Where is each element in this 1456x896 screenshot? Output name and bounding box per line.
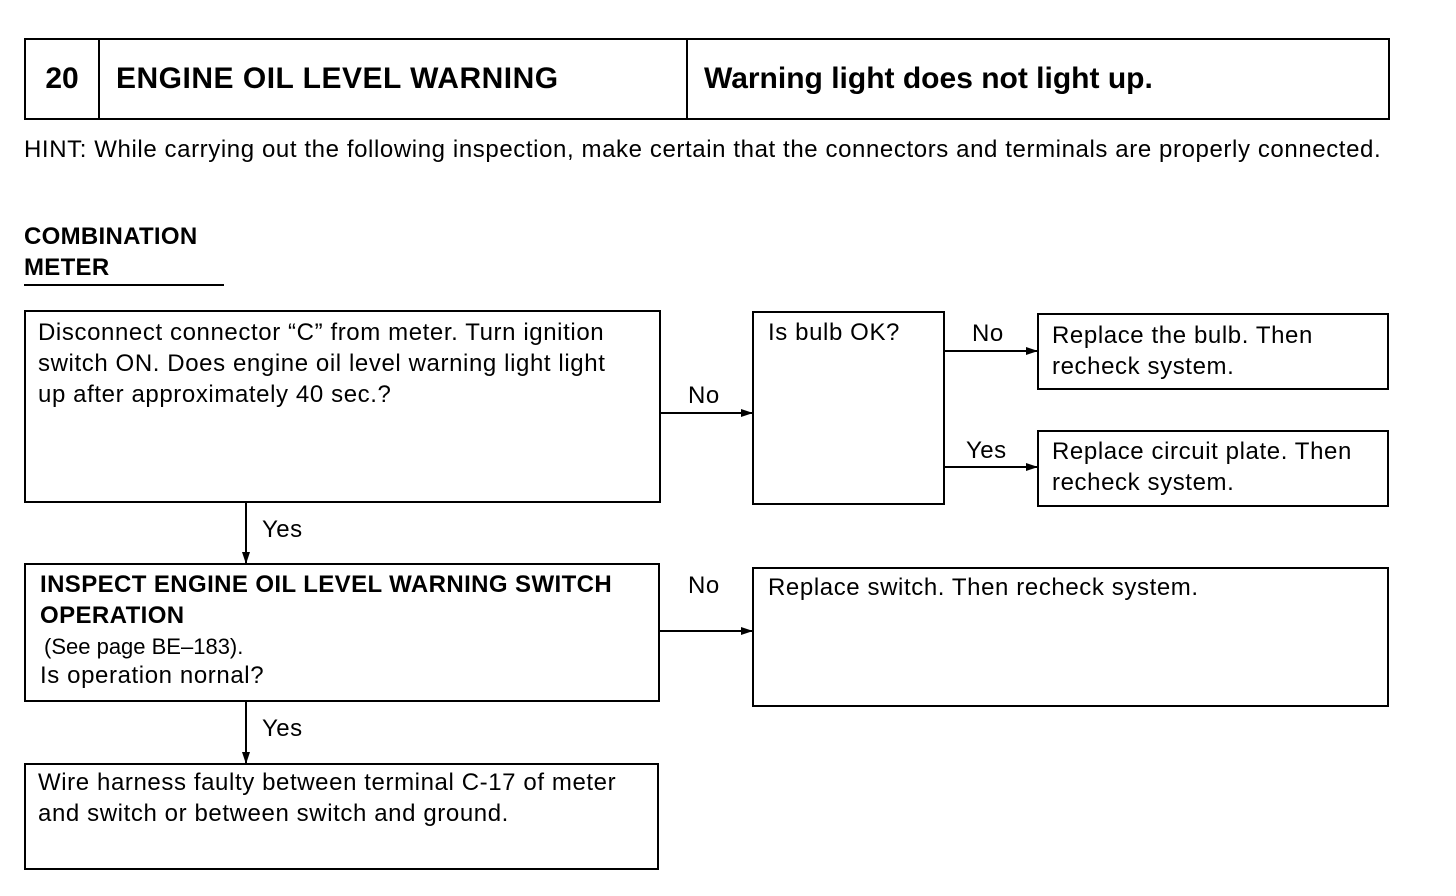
disconnect-connector-box [24,310,661,503]
inspect-switch-page-ref: (See page BE–183). [44,634,244,659]
replace-bulb-text: Replace the bulb. Then recheck system. [1052,322,1313,380]
wire-harness-text: Wire harness faulty between terminal C-1… [38,769,617,827]
replace-bulb-box [1037,313,1389,390]
procedure-title: ENGINE OIL LEVEL WARNING [100,40,688,118]
procedure-header: 20 ENGINE OIL LEVEL WARNING Warning ligh… [24,38,1390,120]
section-heading-line2: METER [24,254,110,281]
label-yes-bulb: Yes [966,437,1007,464]
bulb-check-box [752,311,945,505]
section-heading-line1: COMBINATION [24,223,198,250]
inspect-switch-title: INSPECT ENGINE OIL LEVEL WARNING SWITCH … [40,571,613,629]
procedure-number: 20 [26,40,100,118]
bulb-check-text: Is bulb OK? [768,319,901,346]
replace-switch-box [752,567,1389,707]
label-yes-disconnect: Yes [262,516,303,543]
label-no-bulb: No [972,320,1004,347]
section-heading: COMBINATION METER [24,221,224,286]
replace-circuit-plate-text: Replace circuit plate. Then recheck syst… [1052,438,1352,496]
label-yes-inspect: Yes [262,715,303,742]
wire-harness-box [24,763,659,870]
symptom-title: Warning light does not light up. [704,62,1153,95]
label-no-inspect: No [688,572,720,599]
hint-text: HINT: While carrying out the following i… [24,136,1382,163]
inspect-switch-box [24,563,660,702]
disconnect-connector-text: Disconnect connector “C” from meter. Tur… [38,319,606,408]
replace-switch-text: Replace switch. Then recheck system. [768,574,1199,601]
inspect-switch-content: INSPECT ENGINE OIL LEVEL WARNING SWITCH … [40,569,640,691]
inspect-switch-question: Is operation nornal? [40,662,265,689]
replace-circuit-plate-box [1037,430,1389,507]
label-no-disconnect: No [688,382,720,409]
